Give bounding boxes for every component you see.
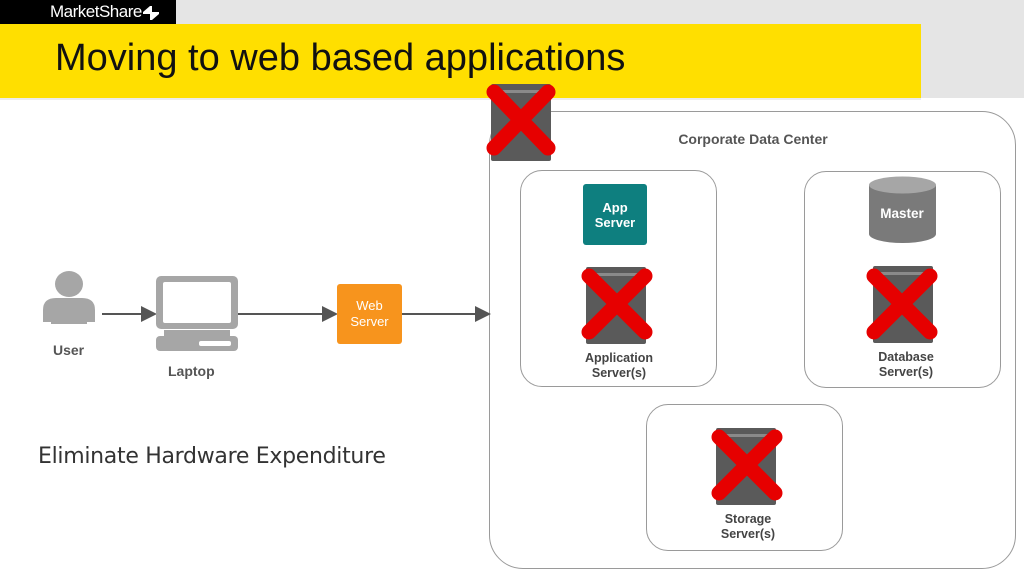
logo-mark-icon <box>142 5 159 20</box>
web-server-box: Web Server <box>337 284 402 344</box>
title-banner <box>0 24 921 98</box>
application-servers-label: Application Server(s) <box>584 351 654 380</box>
storage-servers-label: Storage Server(s) <box>720 512 776 541</box>
database-master-label: Master <box>880 206 924 221</box>
banner-shadow <box>0 98 921 100</box>
web-server-label: Web Server <box>350 298 389 329</box>
eliminated-x-icon <box>711 429 783 501</box>
user-label: User <box>53 342 85 358</box>
slide-title: Moving to web based applications <box>55 37 626 79</box>
eliminated-x-icon <box>486 84 556 156</box>
eliminated-x-icon <box>866 268 938 340</box>
laptop-icon <box>156 276 238 351</box>
database-cylinder-icon <box>869 176 936 243</box>
tagline: Eliminate Hardware Expenditure <box>38 444 386 469</box>
laptop-label: Laptop <box>168 363 215 379</box>
company-logo: MarketShare <box>0 0 176 24</box>
database-servers-label: Database Server(s) <box>878 350 934 379</box>
eliminated-x-icon <box>581 268 653 340</box>
user-icon <box>43 271 95 324</box>
header-gray-strip <box>921 24 1024 98</box>
app-server-box: App Server <box>583 184 647 245</box>
logo-text: MarketShare <box>50 2 142 21</box>
data-center-label: Corporate Data Center <box>678 131 828 147</box>
app-server-label: App Server <box>594 199 636 230</box>
